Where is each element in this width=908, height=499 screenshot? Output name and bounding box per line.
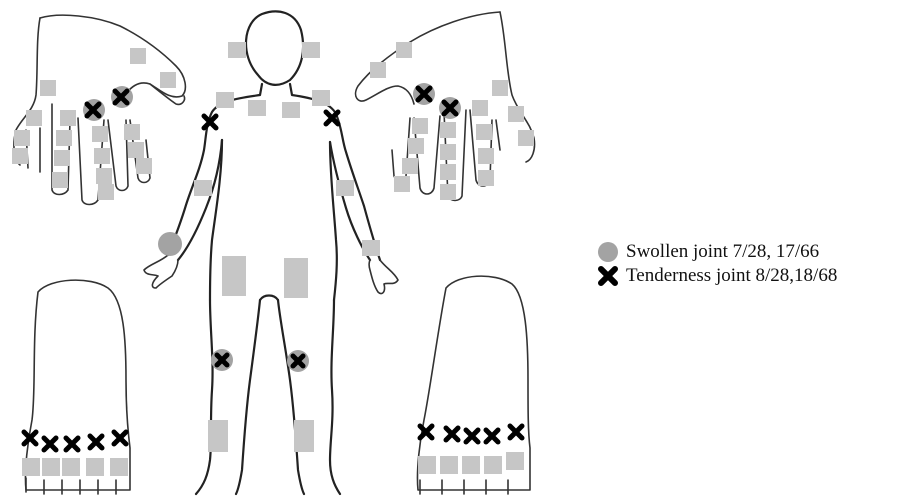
- joint-square: [14, 130, 30, 146]
- joint-square: [110, 458, 128, 476]
- joint-square: [418, 456, 436, 474]
- joint-square: [402, 158, 418, 174]
- joint-square: [312, 90, 330, 106]
- joint-square: [60, 110, 76, 126]
- joint-square: [408, 138, 424, 154]
- joint-square: [124, 124, 140, 140]
- joint-square: [62, 458, 80, 476]
- joint-square: [98, 184, 114, 200]
- joint-square: [484, 456, 502, 474]
- joint-square: [476, 124, 492, 140]
- legend-row-tender: Tenderness joint 8/28,18/68: [596, 264, 837, 288]
- joint-square: [440, 456, 458, 474]
- joint-square: [294, 420, 314, 436]
- joint-square: [440, 184, 456, 200]
- joint-square: [40, 80, 56, 96]
- tender-joint-marker: [217, 355, 227, 365]
- joint-square: [478, 148, 494, 164]
- joint-square: [302, 42, 320, 58]
- tender-joint-marker: [114, 432, 126, 444]
- tender-joint-marker: [486, 430, 498, 442]
- joint-square: [22, 458, 40, 476]
- joint-square: [208, 436, 228, 452]
- joint-square: [228, 42, 246, 58]
- tender-joint-marker: [326, 112, 338, 124]
- tender-joint-marker: [446, 428, 458, 440]
- tender-joint-marker: [466, 430, 478, 442]
- tender-joints: [24, 88, 522, 450]
- joint-square: [472, 100, 488, 116]
- joint-square: [130, 48, 146, 64]
- joint-square: [284, 258, 308, 298]
- legend-row-swollen: Swollen joint 7/28, 17/66: [596, 240, 837, 264]
- tender-joint-marker: [66, 438, 78, 450]
- tender-joint-marker: [293, 356, 303, 366]
- joint-square: [440, 144, 456, 160]
- tender-joint-marker: [510, 426, 522, 438]
- joint-square: [508, 106, 524, 122]
- joint-square: [222, 256, 246, 296]
- joint-square: [394, 176, 410, 192]
- joint-square: [396, 42, 412, 58]
- joint-square: [518, 130, 534, 146]
- joint-square: [462, 456, 480, 474]
- joint-square: [96, 168, 112, 184]
- swollen-joint-marker: [158, 232, 182, 256]
- joint-square: [492, 80, 508, 96]
- joint-square: [478, 170, 494, 186]
- joint-square: [94, 148, 110, 164]
- joint-square: [362, 240, 380, 256]
- joint-square: [52, 172, 68, 188]
- joint-square: [128, 142, 144, 158]
- black-x-icon: [596, 264, 620, 288]
- joint-square: [26, 110, 42, 126]
- joint-square: [208, 420, 228, 436]
- joint-square: [440, 122, 456, 138]
- grey-circle-icon: [596, 240, 620, 264]
- joint-square: [136, 158, 152, 174]
- joint-square: [294, 436, 314, 452]
- joint-square: [160, 72, 176, 88]
- joint-square: [54, 150, 70, 166]
- joint-square: [12, 148, 28, 164]
- tender-joint-marker: [90, 436, 102, 448]
- joint-square: [194, 180, 212, 196]
- joint-square: [86, 458, 104, 476]
- joint-square: [282, 102, 300, 118]
- joint-square: [412, 118, 428, 134]
- joint-square: [92, 126, 108, 142]
- joint-square: [336, 180, 354, 196]
- legend-tender-label: Tenderness joint 8/28,18/68: [626, 264, 837, 288]
- joint-square: [440, 164, 456, 180]
- tender-joint-marker: [44, 438, 56, 450]
- joint-square: [248, 100, 266, 116]
- legend-swollen-label: Swollen joint 7/28, 17/66: [626, 240, 819, 264]
- joint-square: [506, 452, 524, 470]
- joint-square: [42, 458, 60, 476]
- joint-square: [370, 62, 386, 78]
- legend: Swollen joint 7/28, 17/66 Tenderness joi…: [596, 240, 837, 288]
- joint-square: [216, 92, 234, 108]
- joint-square: [56, 130, 72, 146]
